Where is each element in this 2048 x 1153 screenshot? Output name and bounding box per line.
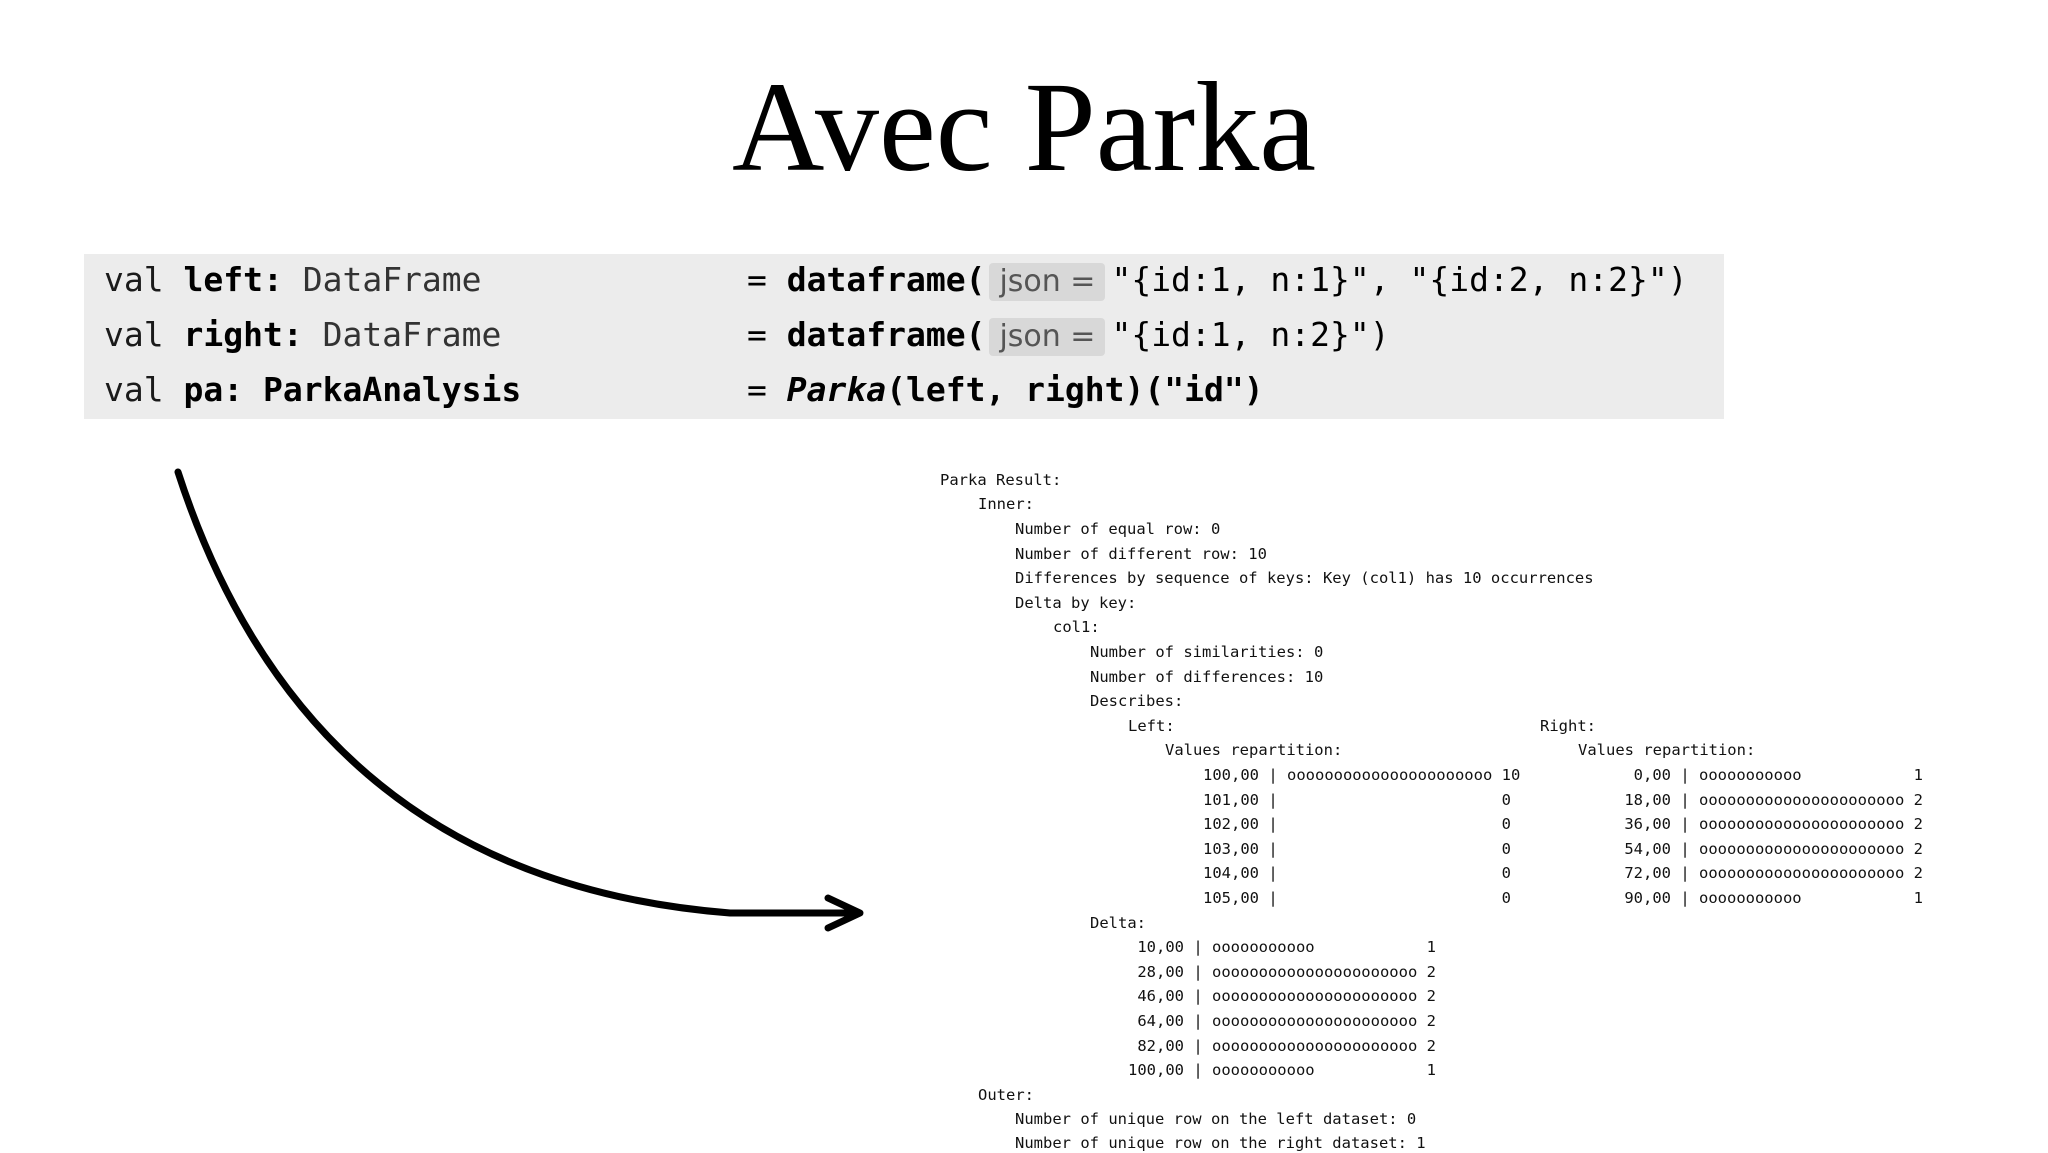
left-histogram-row: 105,00 | 0 [1203, 889, 1511, 907]
function-call: dataframe( [786, 315, 986, 354]
parka-result-output: Parka Result: Inner: Number of equal row… [940, 470, 2020, 1152]
delta-histogram-row: 28,00 | oooooooooooooooooooooo 2 [1128, 963, 1436, 981]
describes-label: Describes: [1090, 692, 1184, 710]
variable-name: pa [183, 370, 224, 409]
variable-name: left [183, 260, 263, 299]
parameter-hint: json = [989, 263, 1106, 301]
function-args: "{id:1, n:1}", "{id:2, n:2}") [1111, 260, 1688, 299]
differences-by-keys-line: Differences by sequence of keys: Key (co… [1015, 569, 1594, 587]
delta-label: Delta: [1090, 914, 1146, 932]
type-name: DataFrame [322, 315, 502, 354]
equals-sign: = [747, 260, 767, 299]
equal-rows-line: Number of equal row: 0 [1015, 520, 1221, 538]
delta-histogram-row: 10,00 | ooooooooooo 1 [1128, 938, 1436, 956]
outer-label: Outer: [978, 1086, 1034, 1104]
equals-sign: = [747, 370, 767, 409]
right-histogram-row: 18,00 | oooooooooooooooooooooo 2 [1615, 791, 1923, 809]
left-histogram-row: 102,00 | 0 [1203, 815, 1511, 833]
variable-name: right [183, 315, 283, 354]
left-values-repartition-label: Values repartition: [1165, 741, 1343, 759]
code-line-right: val right: DataFrame= dataframe(json ="{… [104, 315, 1390, 356]
function-args: (left, right)("id") [886, 370, 1264, 409]
function-args: "{id:1, n:2}") [1111, 315, 1390, 354]
keyword-val: val [104, 315, 164, 354]
keyword-val: val [104, 370, 164, 409]
different-rows-line: Number of different row: 10 [1015, 545, 1267, 563]
delta-histogram-row: 100,00 | ooooooooooo 1 [1128, 1061, 1436, 1079]
left-histogram-row: 101,00 | 0 [1203, 791, 1511, 809]
slide-title: Avec Parka [732, 56, 1316, 198]
type-name: DataFrame [302, 260, 482, 299]
right-label: Right: [1540, 717, 1596, 735]
code-snippet: val left: DataFrame= dataframe(json ="{i… [84, 254, 1724, 419]
curved-arrow-icon [174, 468, 864, 932]
inner-label: Inner: [978, 495, 1034, 513]
function-call: Parka [786, 370, 887, 409]
delta-by-key-label: Delta by key: [1015, 594, 1137, 612]
right-histogram-row: 0,00 | ooooooooooo 1 [1615, 766, 1923, 784]
delta-histogram-row: 64,00 | oooooooooooooooooooooo 2 [1128, 1012, 1436, 1030]
right-histogram-row: 36,00 | oooooooooooooooooooooo 2 [1615, 815, 1923, 833]
right-histogram-row: 72,00 | oooooooooooooooooooooo 2 [1615, 864, 1923, 882]
unique-right-line: Number of unique row on the right datase… [1015, 1134, 1426, 1152]
parameter-hint: json = [989, 318, 1106, 356]
differences-line: Number of differences: 10 [1090, 668, 1324, 686]
right-values-repartition-label: Values repartition: [1578, 741, 1756, 759]
keyword-val: val [104, 260, 164, 299]
type-name: ParkaAnalysis [262, 370, 522, 409]
code-line-left: val left: DataFrame= dataframe(json ="{i… [104, 260, 1688, 301]
left-histogram-row: 104,00 | 0 [1203, 864, 1511, 882]
left-label: Left: [1128, 717, 1175, 735]
function-call: dataframe( [786, 260, 986, 299]
similarities-line: Number of similarities: 0 [1090, 643, 1324, 661]
right-histogram-row: 54,00 | oooooooooooooooooooooo 2 [1615, 840, 1923, 858]
equals-sign: = [747, 315, 767, 354]
left-histogram-row: 103,00 | 0 [1203, 840, 1511, 858]
delta-histogram-row: 82,00 | oooooooooooooooooooooo 2 [1128, 1037, 1436, 1055]
unique-left-line: Number of unique row on the left dataset… [1015, 1110, 1417, 1128]
result-header: Parka Result: [940, 471, 1062, 489]
delta-histogram-row: 46,00 | oooooooooooooooooooooo 2 [1128, 987, 1436, 1005]
left-histogram-row: 100,00 | oooooooooooooooooooooo 10 [1203, 766, 1521, 784]
code-line-pa: val pa: ParkaAnalysis= Parka(left, right… [104, 370, 1264, 409]
column-label: col1: [1053, 618, 1100, 636]
right-histogram-row: 90,00 | ooooooooooo 1 [1615, 889, 1923, 907]
